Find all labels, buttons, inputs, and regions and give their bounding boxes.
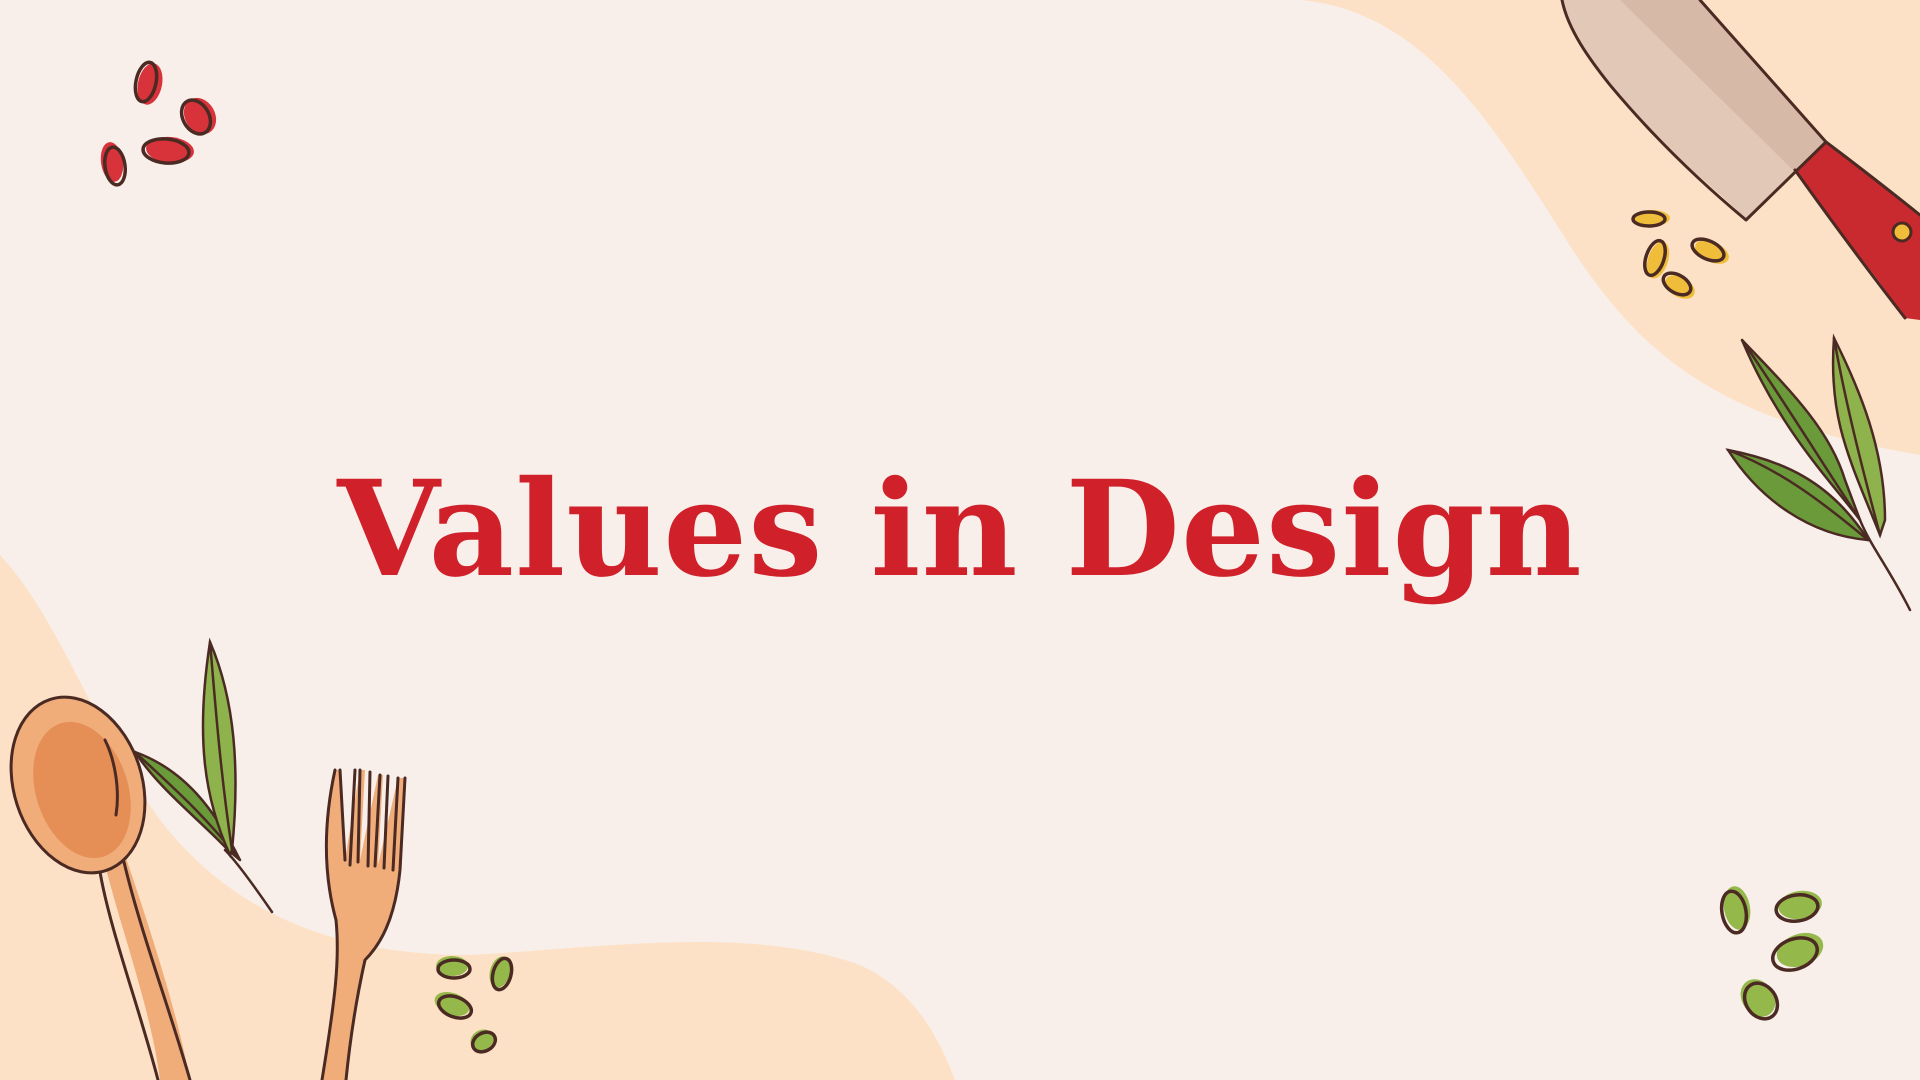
leaf-pair-icon [131, 637, 274, 914]
yellow-seeds-icon [1631, 210, 1729, 299]
green-seeds-icon [434, 956, 514, 1054]
bottom-left-blob [0, 555, 955, 1080]
fork-icon [320, 768, 407, 1080]
knife-icon [1560, 0, 1920, 320]
leaf-branch-icon [1725, 333, 1912, 612]
green-seeds-right-icon [1719, 886, 1824, 1021]
spoon-icon [9, 695, 192, 1080]
slide-title: Values in Design [337, 452, 1583, 607]
red-berries-icon [100, 60, 217, 187]
